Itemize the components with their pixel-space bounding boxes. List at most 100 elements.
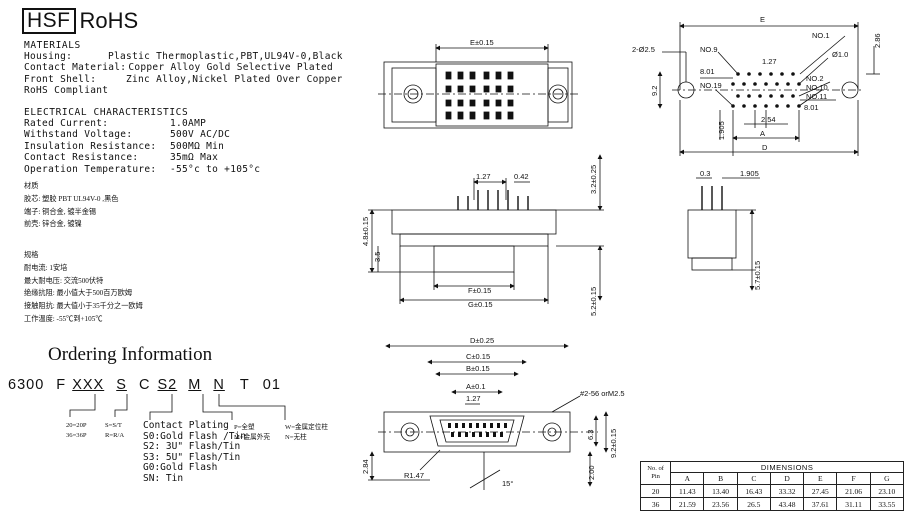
pn-segment-plating: S2 bbox=[157, 377, 178, 393]
dim-15deg: 15° bbox=[502, 479, 513, 488]
shell-notes: P=全塑 M=金属外壳 bbox=[234, 424, 270, 441]
electrical-title: ELECTRICAL CHARACTERISTICS bbox=[24, 107, 189, 118]
plating-title: Contact Plating bbox=[143, 420, 229, 431]
pn-segment-shell: M bbox=[188, 377, 202, 393]
dim-801-a: 8.01 bbox=[700, 67, 715, 76]
dim-d025: D±0.25 bbox=[470, 336, 494, 345]
table-col-header: G bbox=[869, 472, 904, 485]
dim-32: 3.2±0.25 bbox=[589, 165, 598, 194]
cn-materials-title: 材质 bbox=[24, 182, 39, 190]
cn-specs-title: 规格 bbox=[24, 251, 39, 259]
dim-e-015: E±0.15 bbox=[470, 38, 494, 47]
pn-segment-t: T bbox=[239, 377, 250, 393]
dim-92: 9.2 bbox=[650, 86, 659, 96]
electrical-row: Rated Current: 1.0AMP bbox=[24, 118, 207, 129]
label-no10: NO.10 bbox=[806, 83, 828, 92]
dim-57: 5.7±0.15 bbox=[753, 261, 762, 290]
cn-materials-line: 胶芯: 塑胶 PBT UL94V-0 ,黑色 bbox=[24, 194, 119, 203]
dim-m25: #2-56 orM2.5 bbox=[580, 389, 625, 398]
pn-segment-c: C bbox=[138, 377, 151, 393]
cn-materials-line: 端子: 铜合金, 镀半金锡 bbox=[24, 207, 97, 216]
leader-shell bbox=[202, 394, 233, 420]
dim-b015: B±0.15 bbox=[466, 364, 490, 373]
dimensions-table: No. of Pin DIMENSIONS A B C D E F G 20 1… bbox=[639, 461, 904, 511]
table-col-header: C bbox=[736, 472, 771, 485]
dim-a01: A±0.1 bbox=[466, 382, 486, 391]
materials-title: MATERIALS bbox=[24, 40, 81, 51]
dim-d: D bbox=[762, 143, 768, 152]
label-no1: NO.1 bbox=[812, 31, 830, 40]
table-col-header: F bbox=[836, 472, 871, 485]
dim-a: A bbox=[760, 129, 765, 138]
electrical-row: Insulation Resistance: 500MΩ Min bbox=[24, 140, 225, 152]
pn-segment-f: F bbox=[56, 377, 67, 393]
hsf-logo: HSF bbox=[22, 8, 76, 34]
pn-segment-post: N bbox=[213, 377, 225, 393]
front-elevation bbox=[368, 154, 604, 304]
ordering-title: Ordering Information bbox=[48, 344, 213, 365]
materials-row: Contact Material: Copper Alloy Gold Sele… bbox=[24, 62, 334, 74]
leader-pins bbox=[69, 394, 96, 417]
table-cell: 13.40 bbox=[703, 484, 738, 498]
dim-48: 4.8±0.15 bbox=[361, 217, 370, 246]
table-cell: 23.56 bbox=[703, 497, 738, 511]
pn-segment-series: 6300 bbox=[8, 377, 45, 393]
dim-g015: G±0.15 bbox=[468, 300, 493, 309]
post-notes: W=金属定位柱 N=无柱 bbox=[285, 424, 328, 441]
table-row: 20 11.43 13.40 16.43 33.32 27.45 21.06 2… bbox=[639, 484, 904, 498]
dim-c015: C±0.15 bbox=[466, 352, 490, 361]
plating-notes: Contact Plating S0:Gold Flash /Tin S2: 3… bbox=[143, 420, 246, 484]
table-cell: 26.5 bbox=[736, 497, 771, 511]
cn-specs-line: 最大耐电压: 交流500伏特 bbox=[24, 276, 104, 285]
pcb-footprint bbox=[657, 22, 880, 156]
table-cell: 27.45 bbox=[803, 484, 838, 498]
dim-35: 3.5 bbox=[373, 252, 382, 262]
table-cell-pin: 36 bbox=[639, 497, 672, 511]
table-cell: 21.06 bbox=[836, 484, 871, 498]
dim-127-b: 1.27 bbox=[476, 172, 491, 181]
cn-specs-line: 绝缘抗阻: 最小值大于500百万欧姆 bbox=[24, 289, 133, 298]
part-number: 6300 F XXX S C S2 M N T 01 bbox=[8, 377, 281, 393]
table-cell: 33.32 bbox=[769, 484, 805, 498]
type-notes: S=S/T R=R/A bbox=[105, 422, 125, 439]
label-no11: NO.11 bbox=[806, 92, 827, 101]
cn-materials-line: 前壳: 锌合金, 镀镍 bbox=[24, 220, 82, 229]
table-cell: 31.11 bbox=[836, 497, 871, 511]
table-col-header: A bbox=[670, 472, 705, 485]
electrical-section: ELECTRICAL CHARACTERISTICS Rated Current… bbox=[24, 107, 260, 175]
dim-801-b: 8.01 bbox=[804, 103, 819, 112]
cn-specs-line: 工作温度: -55℃到+105℃ bbox=[24, 314, 103, 323]
materials-row: RoHS Compliant bbox=[24, 85, 109, 97]
table-cell: 23.10 bbox=[869, 484, 904, 498]
dim-1905-a: 1.905 bbox=[717, 121, 726, 140]
leader-type bbox=[114, 394, 128, 417]
dim-r147: R1.47 bbox=[404, 471, 424, 480]
dim-03: 0.3 bbox=[700, 169, 710, 178]
side-view bbox=[687, 177, 760, 291]
dim-127-a: 1.27 bbox=[762, 57, 777, 66]
cn-materials-section: 材质 胶芯: 塑胶 PBT UL94V-0 ,黑色 端子: 铜合金, 镀半金锡 … bbox=[24, 180, 118, 231]
electrical-row: Contact Resistance: 35mΩ Max bbox=[24, 152, 219, 164]
table-cell-pin: 20 bbox=[639, 484, 672, 498]
dim-phi1: Ø1.0 bbox=[832, 50, 848, 59]
label-no2: NO.2 bbox=[806, 74, 824, 83]
table-cell: 21.59 bbox=[670, 497, 705, 511]
table-cell: 37.61 bbox=[803, 497, 838, 511]
dim-e: E bbox=[760, 15, 765, 24]
cn-specs-line: 接触阻抗: 最大值小于35千分之一欧姆 bbox=[24, 302, 143, 311]
dim-286: 2.86 bbox=[873, 33, 882, 48]
table-corner: No. of Pin bbox=[639, 461, 672, 485]
hsf-rohs-logo: HSF RoHS bbox=[22, 8, 138, 34]
leader-plating bbox=[149, 394, 173, 420]
dim-1905-b: 1.905 bbox=[740, 169, 759, 178]
materials-section: MATERIALS Housing: Plastic Thermoplastic… bbox=[24, 40, 343, 97]
dim-042: 0.42 bbox=[514, 172, 529, 181]
leader-post bbox=[218, 394, 286, 420]
dim-200: 2.00 bbox=[587, 465, 596, 480]
table-cell: 16.43 bbox=[736, 484, 771, 498]
front-view-top bbox=[378, 44, 580, 129]
dim-284: 2.84 bbox=[361, 459, 370, 474]
dim-92-b: 9.2±0.15 bbox=[609, 429, 618, 458]
table-cell: 11.43 bbox=[670, 484, 705, 498]
